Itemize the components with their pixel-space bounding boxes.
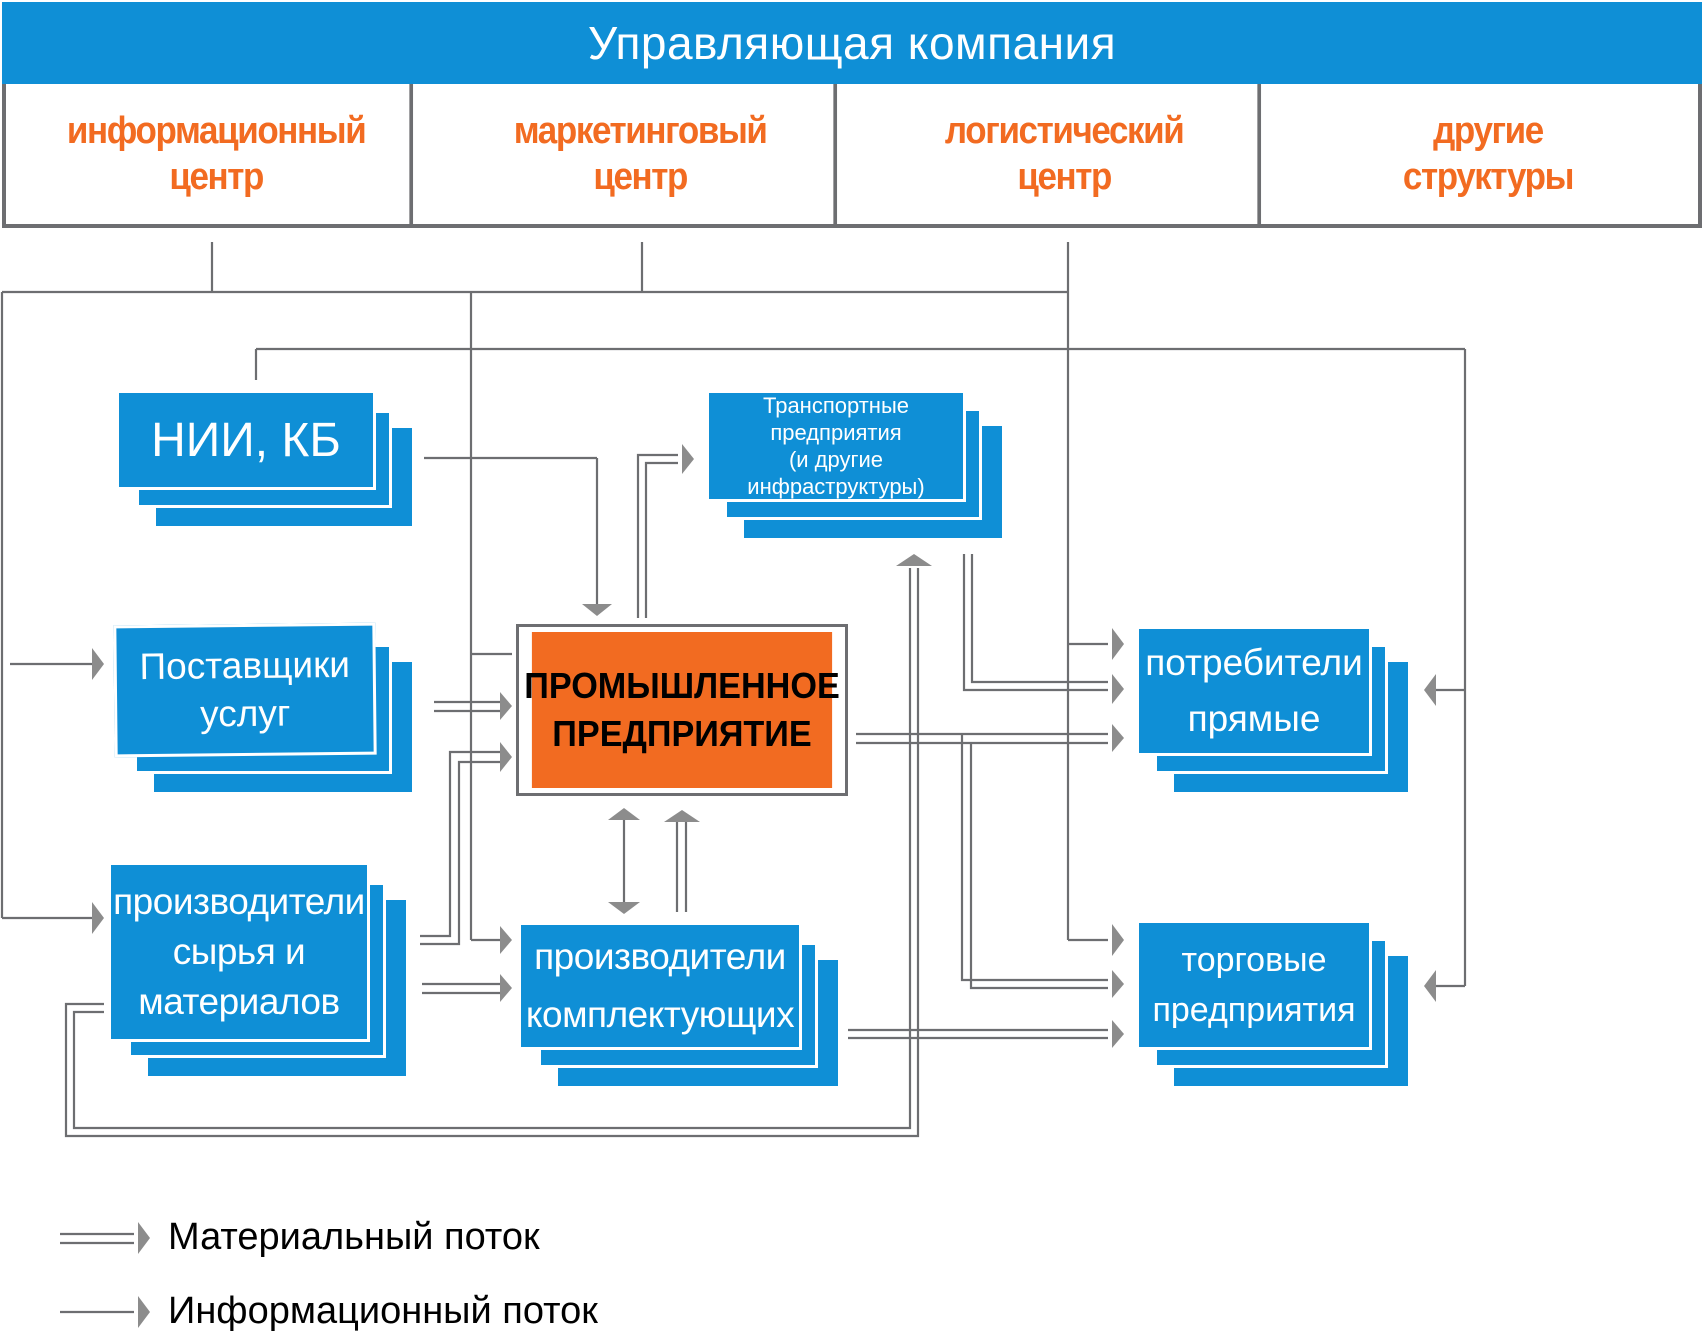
direct-consumers-label: потребители прямые [1136,626,1372,756]
legend-material-flow: Материальный поток [168,1216,540,1258]
node-research-institutes: НИИ, КБ [116,390,412,526]
dept-information-center: информационный центр [23,84,414,224]
node-component-producers: производители комплектующих [518,922,838,1086]
legend-information-flow: Информационный поток [168,1290,598,1332]
departments-row: информационный центр маркетинговый центр… [2,84,1702,228]
dept-other-structures: другие структуры [1402,110,1575,198]
dept-marketing-center: маркетинговый центр [447,84,838,224]
node-transport-enterprises: Транспортные предприятия (и другие инфра… [706,390,1002,538]
node-direct-consumers: потребители прямые [1136,626,1408,792]
header-title: Управляющая компания [587,17,1117,69]
transport-enterprises-label: Транспортные предприятия (и другие инфра… [706,390,966,502]
node-raw-material-producers: производители сырья и материалов [108,862,406,1076]
service-providers-label: Поставщики услуг [113,622,377,758]
trade-enterprises-label: торговые предприятия [1136,920,1372,1050]
node-service-providers: Поставщики услуг [113,622,412,792]
management-company-header: Управляющая компания [2,2,1702,84]
research-institutes-label: НИИ, КБ [116,390,376,490]
industrial-enterprise-label: ПРОМЫШЛЕННОЕ ПРЕДПРИЯТИЕ [524,632,840,788]
node-trade-enterprises: торговые предприятия [1136,920,1408,1086]
dept-logistics-center: логистический центр [871,84,1262,224]
component-producers-label: производители комплектующих [518,922,802,1050]
node-industrial-enterprise: ПРОМЫШЛЕННОЕ ПРЕДПРИЯТИЕ [516,624,848,796]
raw-material-producers-label: производители сырья и материалов [108,862,370,1042]
